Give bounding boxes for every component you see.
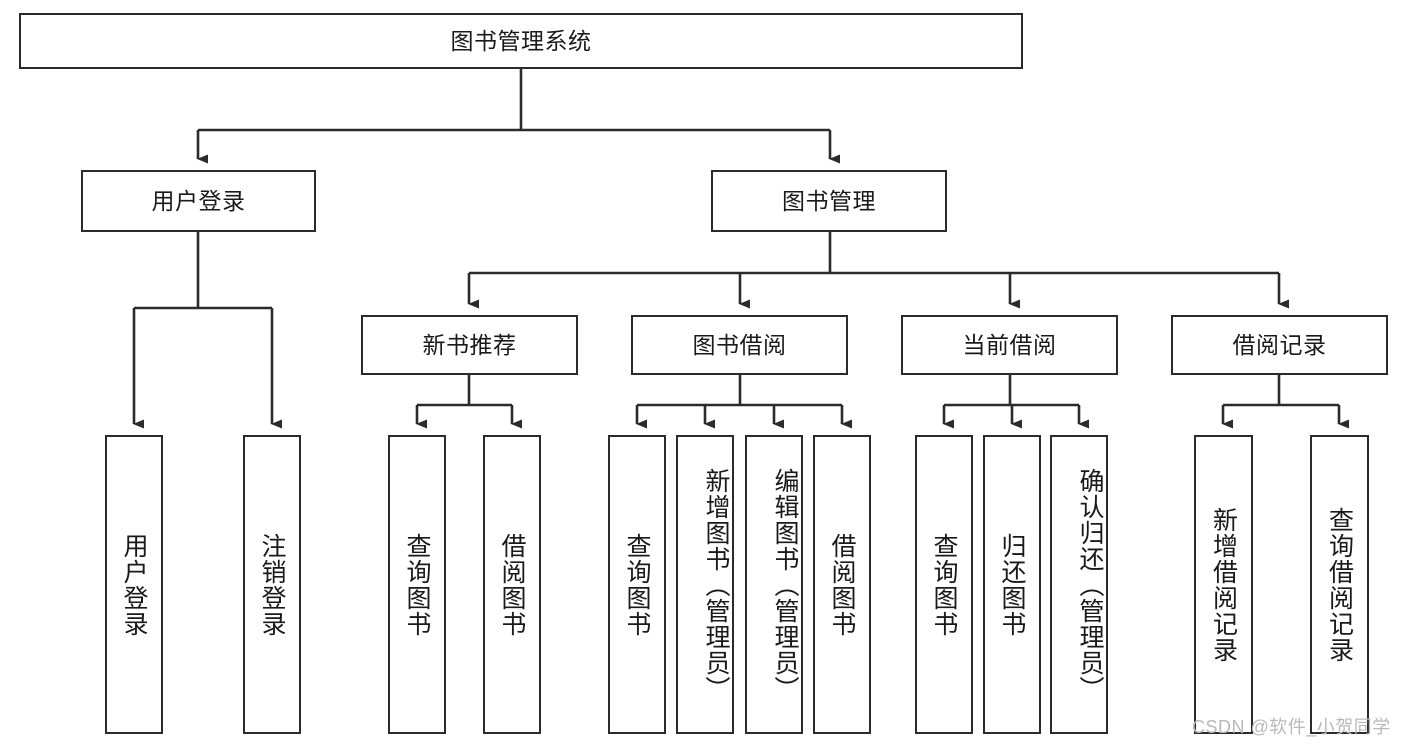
node-label: 归还图书 (998, 532, 1026, 637)
node-label: 查询借阅记录 (1325, 506, 1354, 663)
node-label: 当前借阅 (962, 331, 1057, 358)
node-leaf-logout[interactable]: 注销登录 (243, 435, 301, 734)
node-label: 图书管理 (782, 187, 876, 214)
node-new-book-recommend[interactable]: 新书推荐 (361, 315, 578, 375)
node-label: 查询图书 (623, 532, 651, 637)
node-label: 用户登录 (151, 187, 246, 214)
node-leaf-add-borrow-record[interactable]: 新增借阅记录 (1194, 435, 1253, 734)
node-label: 图书借阅 (692, 331, 787, 358)
node-label: 新增图书（管理员） (702, 467, 730, 702)
node-leaf-borrow-book[interactable]: 借阅图书 (813, 435, 871, 734)
node-leaf-query-book-current[interactable]: 查询图书 (915, 435, 973, 734)
csdn-watermark: CSDN @软件_小贺同学 (1192, 717, 1391, 737)
node-leaf-confirm-return-admin[interactable]: 确认归还（管理员） (1050, 435, 1108, 734)
node-book-borrow[interactable]: 图书借阅 (631, 315, 848, 375)
node-label: 新增借阅记录 (1209, 506, 1238, 663)
node-label: 查询图书 (930, 532, 958, 637)
node-borrow-record[interactable]: 借阅记录 (1171, 315, 1388, 375)
node-leaf-query-borrow-record[interactable]: 查询借阅记录 (1310, 435, 1369, 734)
node-label: 图书管理系统 (450, 27, 592, 54)
node-book-management[interactable]: 图书管理 (711, 170, 947, 232)
node-label: 注销登录 (258, 532, 286, 637)
node-leaf-edit-book-admin[interactable]: 编辑图书（管理员） (745, 435, 803, 734)
node-label: 确认归还（管理员） (1076, 467, 1104, 702)
node-label: 借阅图书 (498, 532, 526, 637)
node-leaf-borrow-book-recommend[interactable]: 借阅图书 (483, 435, 541, 734)
node-leaf-return-book[interactable]: 归还图书 (983, 435, 1041, 734)
node-leaf-add-book-admin[interactable]: 新增图书（管理员） (676, 435, 734, 734)
node-leaf-user-login[interactable]: 用户登录 (105, 435, 163, 734)
node-label: 用户登录 (120, 532, 148, 637)
node-leaf-query-book-recommend[interactable]: 查询图书 (388, 435, 446, 734)
node-label: 借阅记录 (1232, 331, 1327, 358)
node-user-login[interactable]: 用户登录 (81, 170, 316, 232)
node-leaf-query-book-borrow[interactable]: 查询图书 (608, 435, 666, 734)
node-label: 编辑图书（管理员） (771, 467, 799, 702)
node-root-book-management-system[interactable]: 图书管理系统 (19, 13, 1023, 69)
node-label: 借阅图书 (828, 532, 856, 637)
node-label: 新书推荐 (422, 331, 517, 358)
node-label: 查询图书 (403, 532, 431, 637)
node-current-borrow[interactable]: 当前借阅 (901, 315, 1118, 375)
